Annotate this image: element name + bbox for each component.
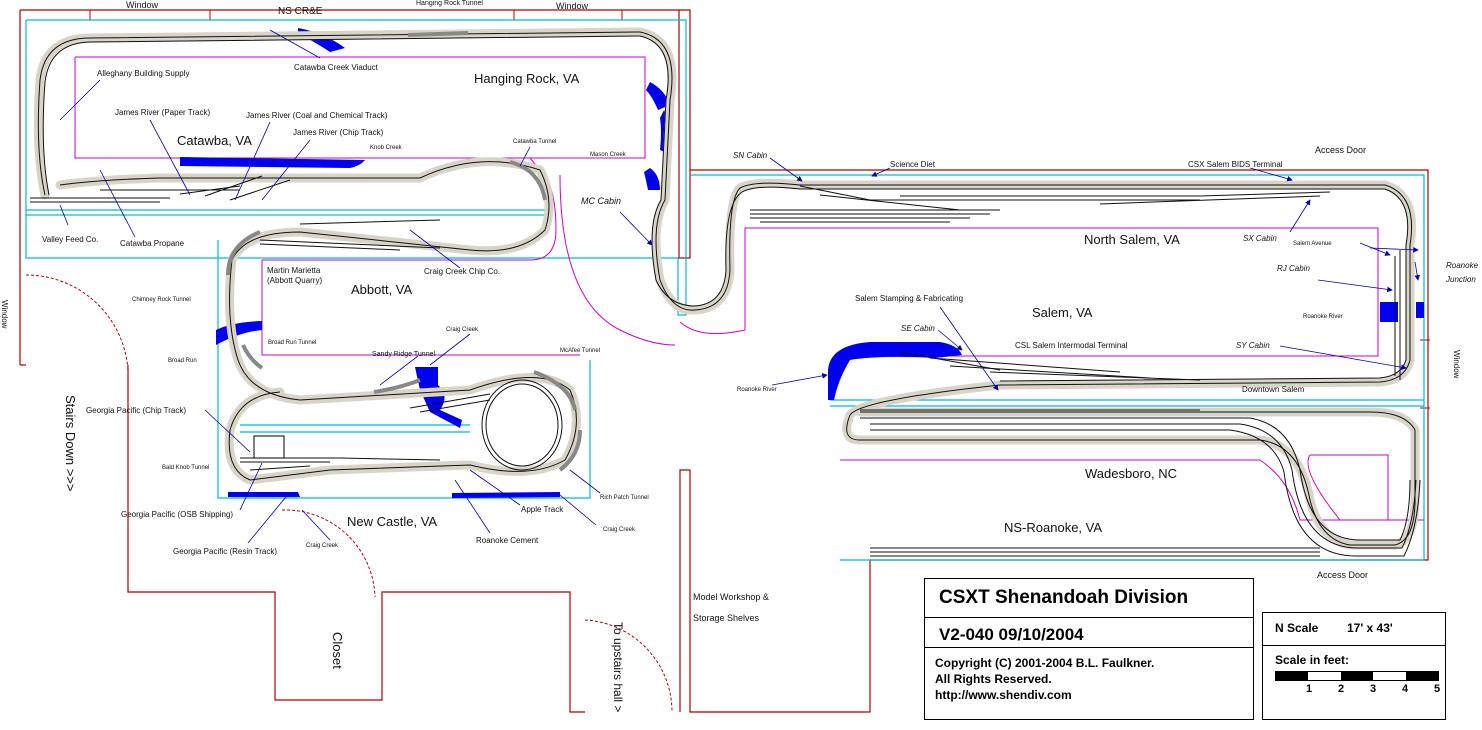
town-catawba: Catawba, VA xyxy=(177,133,252,148)
label-apple-track: Apple Track xyxy=(521,505,564,514)
workshop-label: Model Workshop & xyxy=(693,592,769,602)
room-doors xyxy=(25,274,673,713)
label-csl-intermodal: CSL Salem Intermodal Terminal xyxy=(1015,341,1128,350)
scale-tick: 2 xyxy=(1338,683,1345,695)
label-sx-cabin: SX Cabin xyxy=(1243,234,1277,243)
label-catawba-propane: Catawba Propane xyxy=(120,239,185,248)
label-alleghany: Alleghany Building Supply xyxy=(97,69,190,78)
label-rj-cabin: RJ Cabin xyxy=(1277,264,1310,273)
copyright-line: Copyright (C) 2001-2004 B.L. Faulkner. xyxy=(935,656,1155,670)
copyright: Copyright (C) 2001-2004 B.L. Faulkner. A… xyxy=(935,655,1154,703)
town-new-castle: New Castle, VA xyxy=(347,514,437,529)
town-hanging-rock: Hanging Rock, VA xyxy=(474,71,580,86)
label-gp-resin: Georgia Pacific (Resin Track) xyxy=(173,547,277,556)
label-sn-cabin: SN Cabin xyxy=(733,151,768,160)
scale-tick: 1 xyxy=(1306,683,1313,695)
label-roanoke-river: Roanoke River xyxy=(737,387,777,393)
access-door-label: Access Door xyxy=(1315,145,1366,155)
label-abbott-quarry: (Abbott Quarry) xyxy=(267,276,322,285)
layout-title: CSXT Shenandoah Division xyxy=(939,587,1189,608)
window-label: Window xyxy=(1452,350,1461,379)
label-knob-creek: Knob Creek xyxy=(370,145,403,151)
label-rich-patch: Rich Patch Tunnel xyxy=(600,495,649,501)
town-ns-roanoke: NS-Roanoke, VA xyxy=(1004,520,1102,535)
label-craig-creek: Craig Creek xyxy=(446,327,479,333)
label-james-chip: James River (Chip Track) xyxy=(293,128,384,137)
town-salem: Salem, VA xyxy=(1032,305,1093,320)
town-abbott: Abbott, VA xyxy=(351,282,413,297)
benchwork-outline xyxy=(25,19,1425,561)
label-roanoke-junction: Junction xyxy=(1445,275,1476,284)
window-label: Window xyxy=(0,300,9,329)
town-north-salem: North Salem, VA xyxy=(1084,232,1180,247)
label-broad-run: Broad Run xyxy=(168,358,197,364)
label-roanoke-cement: Roanoke Cement xyxy=(476,536,539,545)
window-label: Window xyxy=(556,1,589,11)
mainline-track xyxy=(37,31,1416,546)
label-catawba-viaduct: Catawba Creek Viaduct xyxy=(294,63,379,72)
label-hanging-rock-tunnel: Hanging Rock Tunnel xyxy=(416,0,483,7)
label-science-diet: Science Diet xyxy=(890,160,936,169)
yard-tracks xyxy=(30,175,1421,557)
scale-tick: 4 xyxy=(1402,683,1409,695)
upstairs-label: To upstairs hall > xyxy=(611,622,625,712)
label-chimney-rock: Chimney Rock Tunnel xyxy=(132,297,191,303)
scale-label: Scale in feet: xyxy=(1275,653,1350,667)
label-sandy-ridge: Sandy Ridge Tunnel xyxy=(372,351,435,358)
label-mcafee: McAfee Tunnel xyxy=(560,348,600,354)
label-downtown-salem: Downtown Salem xyxy=(1242,385,1305,394)
label-gp-osb: Georgia Pacific (OSB Shipping) xyxy=(121,510,233,519)
layout-size: 17' x 43' xyxy=(1347,621,1393,635)
website-link[interactable]: http://www.shendiv.com xyxy=(935,688,1072,702)
label-craig-creek: Craig Creek xyxy=(603,527,636,533)
label-ns-cre: NS CR&E xyxy=(278,6,323,17)
water-features xyxy=(180,28,1424,498)
label-csx-bids: CSX Salem BIDS Terminal xyxy=(1188,160,1283,169)
access-door-label: Access Door xyxy=(1317,570,1368,580)
label-james-paper: James River (Paper Track) xyxy=(115,108,210,117)
label-salem-stamping: Salem Stamping & Fabricating xyxy=(855,294,963,303)
scale-tick: 3 xyxy=(1370,683,1377,695)
label-martin-marietta: Martin Marietta xyxy=(267,266,321,275)
scale-name: N Scale xyxy=(1275,621,1319,635)
room-walls xyxy=(19,9,1429,713)
tunnels xyxy=(226,31,582,472)
window-label: Window xyxy=(126,0,159,10)
label-mc-cabin: MC Cabin xyxy=(581,196,621,206)
label-bald-knob: Bald Knob Tunnel xyxy=(162,465,209,471)
room-labels: Window Window Window Window Stairs Down … xyxy=(0,0,1461,712)
leader-lines xyxy=(59,29,1420,544)
window-ticks xyxy=(89,10,1430,409)
stairs-label: Stairs Down >>> xyxy=(63,395,78,491)
label-gp-chip: Georgia Pacific (Chip Track) xyxy=(86,406,186,415)
label-craig-chip: Craig Creek Chip Co. xyxy=(424,267,500,276)
label-roanoke-river: Roanoke River xyxy=(1303,314,1343,320)
copyright-line: All Rights Reserved. xyxy=(935,672,1052,686)
structure-block xyxy=(253,435,285,459)
scale-bar xyxy=(1275,671,1439,681)
label-catawba-tunnel: Catawba Tunnel xyxy=(513,139,556,145)
closet-label: Closet xyxy=(330,632,345,669)
town-labels: Hanging Rock, VA Catawba, VA Abbott, VA … xyxy=(177,71,1180,535)
label-se-cabin: SE Cabin xyxy=(901,324,935,333)
town-wadesboro: Wadesboro, NC xyxy=(1085,466,1177,481)
scale-block: N Scale 17' x 43' Scale in feet: 1 2 3 4… xyxy=(1262,612,1446,720)
layout-version: V2-040 09/10/2004 xyxy=(939,625,1084,644)
label-salem-avenue: Salem Avenue xyxy=(1293,241,1332,247)
feature-labels: NS CR&E Hanging Rock Tunnel Catawba Cree… xyxy=(42,0,1479,556)
label-craig-creek: Craig Creek xyxy=(306,543,339,549)
label-valley-feed: Valley Feed Co. xyxy=(42,235,98,244)
label-roanoke-junction: Roanoke xyxy=(1446,261,1479,270)
scale-tick: 5 xyxy=(1434,683,1441,695)
label-james-coal: James River (Coal and Chemical Track) xyxy=(246,111,388,120)
label-broad-run-tunnel: Broad Run Tunnel xyxy=(268,340,316,346)
label-mason-creek: Mason Creek xyxy=(590,152,627,158)
workshop-label: Storage Shelves xyxy=(693,613,760,623)
label-sy-cabin: SY Cabin xyxy=(1236,341,1270,350)
title-block: CSXT Shenandoah Division V2-040 09/10/20… xyxy=(924,578,1254,720)
